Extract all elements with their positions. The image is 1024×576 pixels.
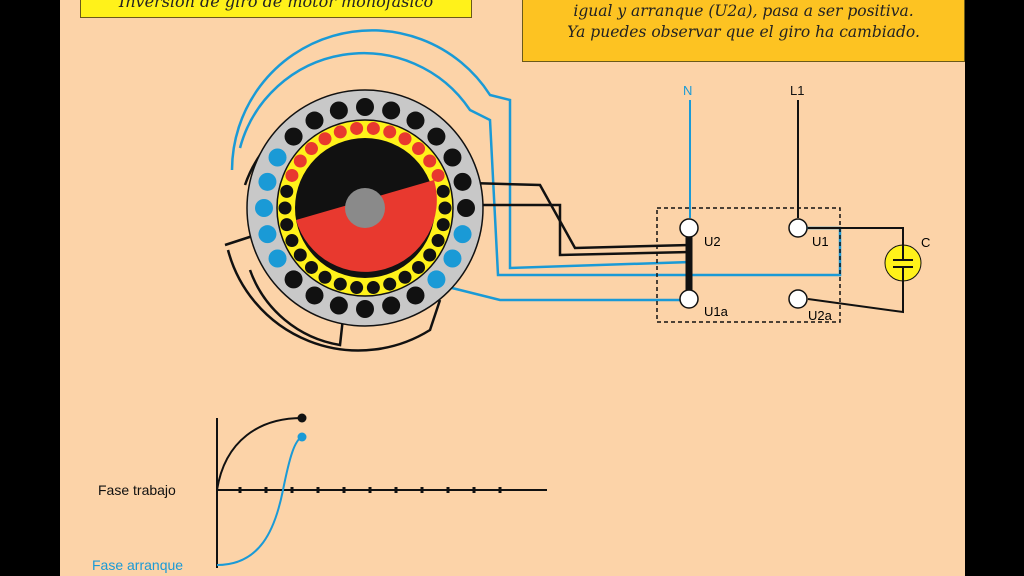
stator-slot (356, 98, 374, 116)
stator-slot (356, 300, 374, 318)
stator-slot (268, 148, 287, 167)
title-box: Inversión de giro de motor monofásico (80, 0, 472, 18)
rotor-slot (398, 270, 412, 284)
rotor-slot (412, 260, 426, 274)
work-winding-wire (469, 181, 691, 250)
stator-slot (382, 101, 401, 120)
stator-slot (258, 225, 277, 244)
stator-slot (443, 249, 462, 268)
terminal-box (656, 207, 841, 323)
rotor-slots (278, 121, 452, 295)
stator-slot (427, 270, 446, 289)
rotor-slot (293, 154, 307, 168)
start-phase-label: Fase arranque (92, 557, 183, 573)
work-phase-label: Fase trabajo (98, 482, 176, 498)
rotor-slot (285, 168, 299, 182)
stator-slot (255, 199, 273, 217)
rotor-slot (366, 281, 380, 295)
rotor-slot (436, 184, 450, 198)
rotor-slot (304, 142, 318, 156)
label-u1a: U1a (704, 304, 729, 319)
stator-slot (329, 296, 348, 315)
note-line: igual y arranque (U2a), pasa a ser posit… (573, 2, 914, 20)
work-winding-wire (248, 269, 347, 347)
stator-slot (382, 296, 401, 315)
note-box: igual y arranque (U2a), pasa a ser posit… (522, 0, 965, 62)
rotor-slot (285, 234, 299, 248)
rotor-slot (350, 121, 364, 135)
stator-slot (305, 111, 324, 130)
stator-slots (255, 98, 475, 318)
rotor-slot (278, 201, 292, 215)
rotor-slot (318, 132, 332, 146)
stator-slot (453, 172, 472, 191)
stator-slot (406, 286, 425, 305)
stator-slot (453, 225, 472, 244)
work-phase-curve (216, 417, 303, 491)
rotor-slot (350, 281, 364, 295)
rotor-slot (431, 234, 445, 248)
work-winding-wire (465, 203, 691, 257)
rotor-slot (412, 142, 426, 156)
rotor-slot (280, 218, 294, 232)
rotor-slot (366, 121, 380, 135)
stator-slot (258, 172, 277, 191)
stator-slot (284, 127, 303, 146)
rotor-slot (333, 125, 347, 139)
stator-slot (443, 148, 462, 167)
stator-slot (268, 249, 287, 268)
rotor-slot (438, 201, 452, 215)
label-u2a: U2a (808, 308, 833, 323)
start-winding-wire (439, 283, 690, 302)
diagram-canvas (60, 0, 965, 576)
start-phase-curve (216, 436, 303, 566)
label-u2: U2 (704, 234, 721, 249)
work-phase-dot (297, 413, 307, 423)
terminal-u2a[interactable] (788, 289, 808, 309)
rotor-slot (423, 154, 437, 168)
rotor-slot (383, 277, 397, 291)
title-text: Inversión de giro de motor monofásico (118, 0, 434, 11)
label-c: C (921, 235, 930, 250)
rotor-slot (398, 132, 412, 146)
stator-slot (406, 111, 425, 130)
stator-slot (457, 199, 475, 217)
rotor-slot (431, 168, 445, 182)
rotor-slot (304, 260, 318, 274)
label-l1: L1 (790, 83, 804, 98)
rotor-slot (318, 270, 332, 284)
start-phase-dot (297, 432, 307, 442)
rotor-slot (423, 248, 437, 262)
terminal-u1a[interactable] (679, 289, 699, 309)
stator-slot (427, 127, 446, 146)
label-u1: U1 (812, 234, 829, 249)
rotor-slot (436, 218, 450, 232)
rotor-slot (293, 248, 307, 262)
stator-slot (329, 101, 348, 120)
rotor-slot (280, 184, 294, 198)
terminal-u2[interactable] (679, 218, 699, 238)
start-winding-wire (230, 29, 692, 270)
rotor-slot (333, 277, 347, 291)
label-n: N (683, 83, 692, 98)
rotor-hub (345, 188, 385, 228)
note-line: Ya puedes observar que el giro ha cambia… (567, 23, 920, 41)
stator-slot (284, 270, 303, 289)
terminal-u1[interactable] (788, 218, 808, 238)
rotor-slot (383, 125, 397, 139)
stator-slot (305, 286, 324, 305)
start-winding-wire (238, 51, 842, 277)
